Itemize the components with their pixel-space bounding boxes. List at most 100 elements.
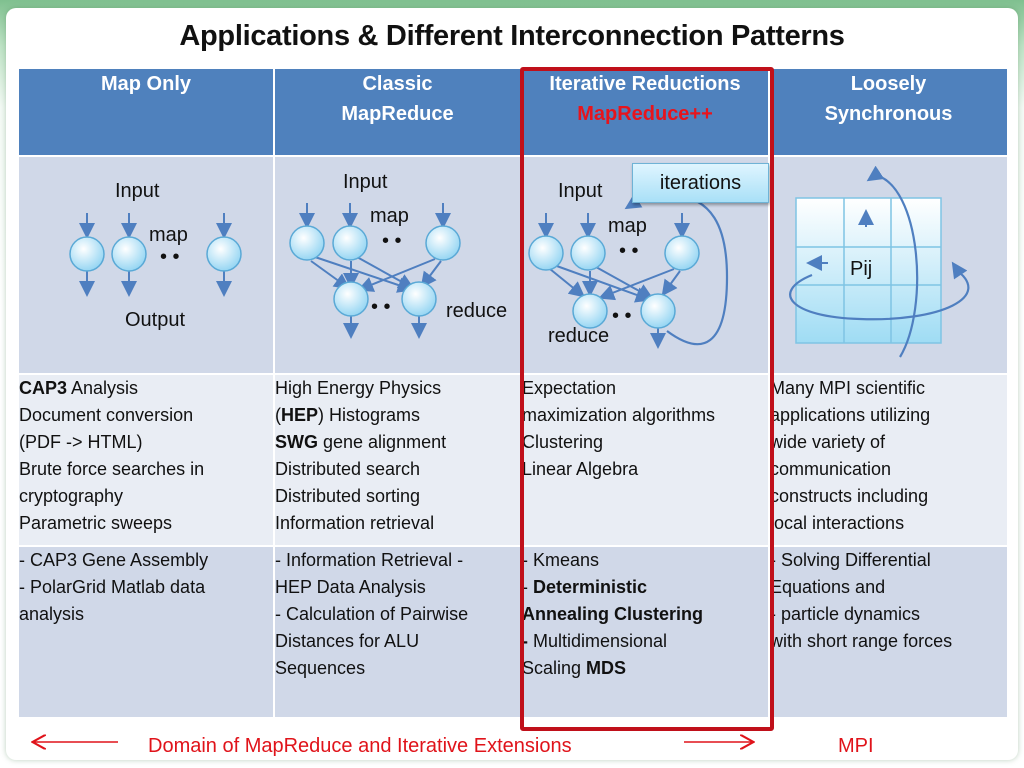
app-line: - Information Retrieval - (275, 550, 464, 570)
header-text: Synchronous (824, 103, 953, 125)
reduce-node (640, 293, 676, 329)
map-node (111, 236, 147, 272)
input-label: Input (115, 180, 160, 202)
desc-line: SWG gene alignment (275, 432, 447, 452)
sync-ring-arrow (789, 268, 970, 321)
desc-line: Parametric sweeps (19, 513, 173, 533)
header-row: Map Only Classic MapReduce Iterative Red… (17, 67, 1009, 157)
header-text: MapReduce (341, 103, 454, 125)
shuffle-arrow (314, 256, 414, 293)
desc-line: Clustering (522, 432, 604, 452)
header-text: Iterative Reductions (549, 73, 741, 95)
header-text: Classic (362, 73, 433, 95)
header-map-only: Map Only (17, 67, 275, 157)
app-line: - particle dynamics (770, 604, 921, 624)
header-text-mapreduce-plus: MapReduce++ (577, 103, 713, 125)
description-loosely-synchronous: Many MPI scientific applications utilizi… (768, 373, 1009, 547)
footer-domain-text: Domain of MapReduce and Iterative Extens… (148, 735, 572, 757)
app-line: - PolarGrid Matlab data (19, 577, 206, 597)
app-line: - CAP3 Gene Assembly (19, 550, 209, 570)
pij-label: Pij (850, 258, 872, 280)
description-iterative-reductions: Expectation maximization algorithms Clus… (520, 373, 770, 547)
loosely-synchronous-diagram: Pij (789, 165, 970, 358)
app-line: - Kmeans (522, 550, 600, 570)
desc-line: wide variety of (770, 432, 886, 452)
app-line: analysis (19, 604, 85, 624)
shuffle-arrow (357, 258, 436, 292)
applications-map-only: - CAP3 Gene Assembly - PolarGrid Matlab … (17, 545, 275, 719)
reduce-label: reduce (548, 325, 609, 347)
map-node (425, 225, 461, 261)
header-classic-mapreduce: Classic MapReduce (273, 67, 522, 157)
map-node (69, 236, 105, 272)
desc-line: Distributed sorting (275, 486, 421, 506)
desc-line: (HEP) Histograms (275, 405, 421, 425)
desc-line: Expectation (522, 378, 617, 398)
map-node (289, 225, 325, 261)
desc-line: communication (770, 459, 892, 479)
diagram-classic-mapreduce: Input map • • • • reduce (273, 155, 522, 375)
dots-label: • • (382, 230, 402, 252)
app-line: Scaling MDS (522, 658, 627, 678)
desc-line: Many MPI scientific (770, 378, 926, 398)
shuffle-arrow (356, 256, 415, 289)
iterative-mapreduce-diagram: Input map • • • • reduce (528, 180, 729, 349)
app-line: - Calculation of Pairwise (275, 604, 469, 624)
shuffle-arrow (549, 268, 586, 298)
header-iterative-reductions: Iterative Reductions MapReduce++ (520, 67, 770, 157)
description-row: CAP3 Analysis Document conversion (PDF -… (17, 373, 1009, 547)
shuffle-arrow (553, 264, 652, 303)
reduce-node (333, 281, 369, 317)
desc-line: High Energy Physics (275, 378, 442, 398)
desc-line: (PDF -> HTML) (19, 432, 143, 452)
app-line: with short range forces (770, 631, 953, 651)
footer-mpi-text: MPI (838, 735, 874, 757)
shuffle-arrow (598, 268, 675, 301)
desc-line: constructs including (770, 486, 929, 506)
iteration-loop-arrow (666, 193, 729, 346)
classic-mapreduce-diagram: Input map • • • • reduce (289, 171, 507, 339)
desc-line: Distributed search (275, 459, 421, 479)
map-node (528, 235, 564, 271)
patterns-table: Map Only Classic MapReduce Iterative Red… (17, 67, 1009, 719)
iterations-callout: iterations (632, 163, 769, 203)
reduce-label: reduce (446, 300, 507, 322)
map-node (664, 235, 700, 271)
applications-loosely-synchronous: - Solving Differential Equations and - p… (768, 545, 1009, 719)
reduce-node (401, 281, 437, 317)
diagram-row: Input map Output • • (17, 155, 1009, 375)
input-label: Input (558, 180, 603, 202)
header-text: Loosely (850, 73, 927, 95)
desc-line: Information retrieval (275, 513, 435, 533)
applications-row: - CAP3 Gene Assembly - PolarGrid Matlab … (17, 545, 1009, 719)
app-line: - Deterministic (522, 577, 648, 597)
map-label: map (608, 215, 647, 237)
dots-label: • • (160, 246, 180, 268)
shuffle-arrow (420, 260, 442, 289)
dots-label: • • (612, 305, 632, 327)
header-text: Map Only (100, 73, 191, 95)
input-label: Input (343, 171, 388, 193)
desc-line: CAP3 Analysis (19, 378, 139, 398)
desc-line: applications utilizing (770, 405, 931, 425)
app-line: Distances for ALU (275, 631, 420, 651)
desc-line: cryptography (19, 486, 124, 506)
app-line: Sequences (275, 658, 366, 678)
map-label: map (149, 224, 188, 246)
footer-arrows (0, 728, 1024, 768)
output-label: Output (125, 309, 185, 331)
diagram-loosely-synchronous: Pij (768, 155, 1009, 375)
header-loosely-synchronous: Loosely Synchronous (768, 67, 1009, 157)
map-node (332, 225, 368, 261)
sync-loop-arrowhead (866, 165, 885, 182)
desc-line: local interactions (770, 513, 905, 533)
dots-label: • • (619, 240, 639, 262)
app-line: HEP Data Analysis (275, 577, 426, 597)
dots-label: • • (371, 296, 391, 318)
app-line: - Multidimensional (522, 631, 668, 651)
app-line: - Solving Differential (770, 550, 931, 570)
sync-loop-arrow (874, 173, 919, 358)
sync-ring-arrowhead (951, 261, 968, 280)
shuffle-arrow (595, 266, 654, 299)
applications-iterative-reductions: - Kmeans - Deterministic Annealing Clust… (520, 545, 770, 719)
